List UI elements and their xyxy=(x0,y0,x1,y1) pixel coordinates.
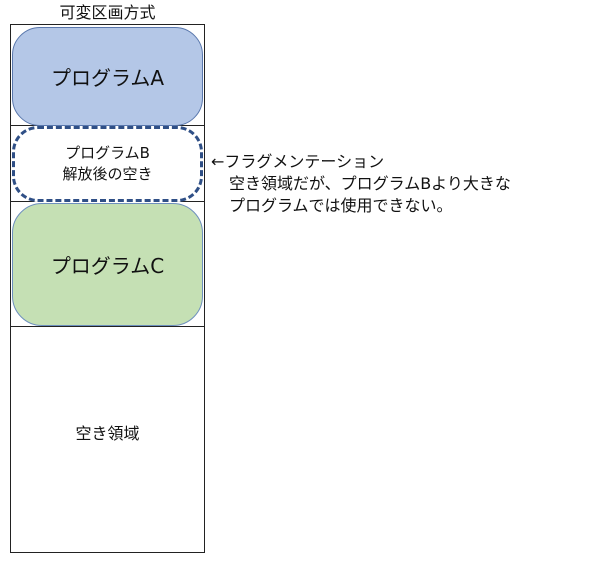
program-c-block: プログラムC xyxy=(12,203,203,326)
program-b-label: プログラムB xyxy=(65,144,150,162)
memory-column xyxy=(10,24,205,553)
program-c-label: プログラムC xyxy=(50,254,165,278)
free-area-label: 空き領域 xyxy=(75,424,140,443)
program-a-block: プログラムA xyxy=(12,27,203,126)
fragmentation-annotation: ←フラグメンテーション 空き領域だが、プログラムBより大きな プログラムでは使用… xyxy=(211,151,591,217)
fragmentation-note-line2: プログラムでは使用できない。 xyxy=(229,196,453,215)
diagram-title: 可変区画方式 xyxy=(59,3,156,22)
partition-divider-cfree xyxy=(10,326,205,327)
fragmentation-heading: ←フラグメンテーション xyxy=(211,152,385,171)
program-b-freed-block: プログラムB 解放後の空き xyxy=(12,126,203,202)
program-b-freed-label: 解放後の空き xyxy=(62,165,153,183)
program-a-label: プログラムA xyxy=(50,66,165,90)
fragmentation-note-line1: 空き領域だが、プログラムBより大きな xyxy=(229,174,511,193)
